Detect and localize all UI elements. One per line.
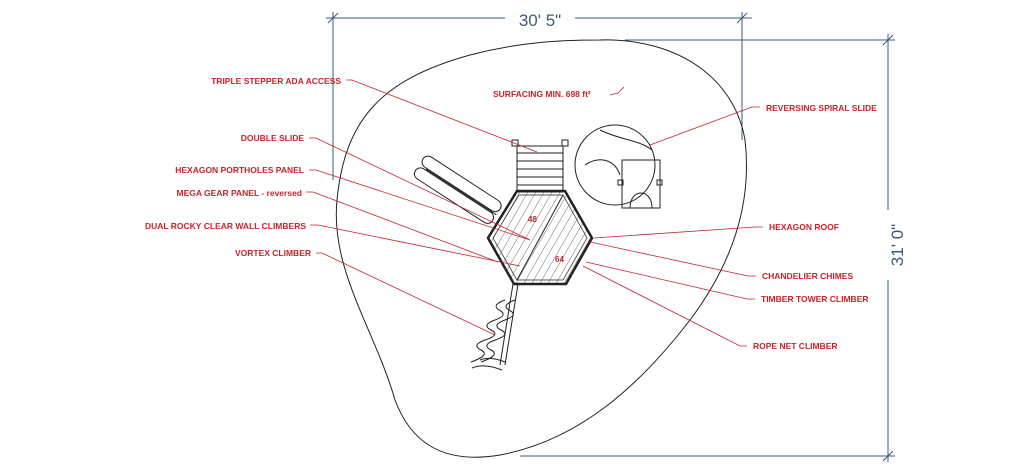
label-hexagon-roof: HEXAGON ROOF — [769, 222, 839, 232]
label-rope-net: ROPE NET CLIMBER — [753, 341, 838, 351]
width-dimension: 30' 5" — [326, 10, 752, 180]
label-dual-rocky: DUAL ROCKY CLEAR WALL CLIMBERS — [145, 221, 306, 231]
label-chandelier-chimes: CHANDELIER CHIMES — [762, 271, 853, 281]
label-timber-tower: TIMBER TOWER CLIMBER — [761, 294, 869, 304]
depth-dimension-label: 31' 0" — [888, 224, 907, 266]
surfacing-boundary — [335, 39, 748, 458]
label-mega-gear: MEGA GEAR PANEL - reversed — [177, 188, 303, 198]
deck-height-1: 48 — [528, 215, 537, 224]
label-double-slide: DOUBLE SLIDE — [241, 133, 305, 143]
triple-stepper — [511, 139, 569, 193]
double-slide — [413, 155, 502, 224]
width-dimension-label: 30' 5" — [519, 11, 561, 30]
label-surfacing: SURFACING MIN. 698 ft² — [493, 89, 591, 99]
label-hexagon-portholes: HEXAGON PORTHOLES PANEL — [175, 165, 304, 175]
label-spiral-slide: REVERSING SPIRAL SLIDE — [766, 103, 877, 113]
hexagon-deck: 48 64 — [486, 189, 594, 286]
spiral-slide — [574, 124, 663, 209]
deck-height-2: 64 — [555, 255, 564, 264]
depth-dimension: 31' 0" — [520, 34, 907, 462]
vortex-climber — [470, 283, 519, 371]
leader-lines — [306, 79, 763, 347]
label-triple-stepper: TRIPLE STEPPER ADA ACCESS — [211, 76, 341, 86]
label-vortex-climber: VORTEX CLIMBER — [235, 248, 311, 258]
